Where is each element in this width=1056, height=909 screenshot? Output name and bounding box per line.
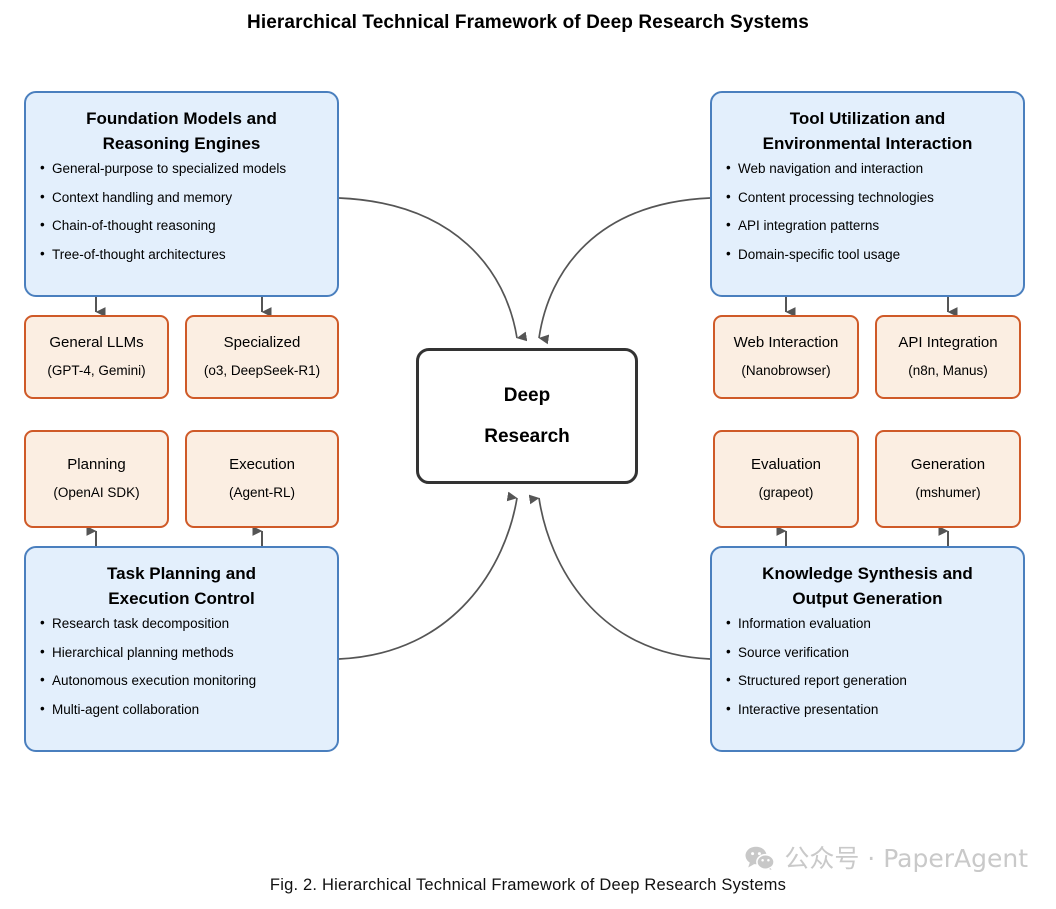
node-generation[interactable]: Generation (mshumer) [875,430,1021,528]
panel-bullets: Research task decomposition Hierarchical… [26,616,337,717]
figure-caption: Fig. 2. Hierarchical Technical Framework… [269,876,787,894]
node-name: Evaluation [750,456,822,474]
node-name: Planning [67,456,126,474]
panel-title: Knowledge Synthesis and Output Generatio… [762,564,973,608]
list-item: Multi-agent collaboration [26,702,337,717]
list-item: Autonomous execution monitoring [26,673,337,688]
node-name: Web Interaction [733,334,839,352]
center-title-line1: Deep [503,385,551,406]
node-detail: (OpenAI SDK) [53,484,140,500]
node-planning[interactable]: Planning (OpenAI SDK) [24,430,169,528]
panel-knowledge-synthesis[interactable]: Knowledge Synthesis and Output Generatio… [710,546,1025,752]
list-item: Content processing technologies [712,190,1023,205]
node-api-integration[interactable]: API Integration (n8n, Manus) [875,315,1021,399]
panel-title: Foundation Models and Reasoning Engines [86,109,277,153]
node-detail: (mshumer) [915,484,981,500]
node-detail: (Nanobrowser) [741,362,831,378]
list-item: Domain-specific tool usage [712,247,1023,262]
center-title-line2: Research [484,426,570,447]
panel-tool-utilization[interactable]: Tool Utilization and Environmental Inter… [710,91,1025,297]
panel-bullets: Web navigation and interaction Content p… [712,161,1023,262]
node-name: Specialized [223,334,301,352]
list-item: Hierarchical planning methods [26,645,337,660]
node-execution[interactable]: Execution (Agent-RL) [185,430,339,528]
panel-title: Task Planning and Execution Control [107,564,256,608]
list-item: Tree-of-thought architectures [26,247,337,262]
node-name: Execution [229,456,295,474]
watermark: 公众号 · PaperAgent [745,846,1028,871]
node-specialized[interactable]: Specialized (o3, DeepSeek-R1) [185,315,339,399]
node-detail: (Agent-RL) [228,484,296,500]
wechat-icon [745,846,776,871]
list-item: Interactive presentation [712,702,1023,717]
node-general-llms[interactable]: General LLMs (GPT-4, Gemini) [24,315,169,399]
list-item: Web navigation and interaction [712,161,1023,176]
list-item: Research task decomposition [26,616,337,631]
node-web-interaction[interactable]: Web Interaction (Nanobrowser) [713,315,859,399]
list-item: Chain-of-thought reasoning [26,218,337,233]
node-deep-research[interactable]: Deep Research [416,348,638,484]
list-item: Source verification [712,645,1023,660]
list-item: API integration patterns [712,218,1023,233]
node-evaluation[interactable]: Evaluation (grapeot) [713,430,859,528]
node-name: Generation [910,456,986,474]
list-item: General-purpose to specialized models [26,161,337,176]
panel-task-planning[interactable]: Task Planning and Execution Control Rese… [24,546,339,752]
node-detail: (o3, DeepSeek-R1) [203,362,321,378]
node-detail: (GPT-4, Gemini) [47,362,146,378]
watermark-text: 公众号 · PaperAgent [784,844,1028,873]
node-detail: (grapeot) [758,484,814,500]
list-item: Context handling and memory [26,190,337,205]
panel-foundation-models[interactable]: Foundation Models and Reasoning Engines … [24,91,339,297]
panel-bullets: Information evaluation Source verificati… [712,616,1023,717]
figure-title: Hierarchical Technical Framework of Deep… [247,12,809,33]
node-name: API Integration [898,334,998,352]
list-item: Information evaluation [712,616,1023,631]
panel-title: Tool Utilization and Environmental Inter… [762,109,973,153]
list-item: Structured report generation [712,673,1023,688]
node-name: General LLMs [49,334,144,352]
panel-bullets: General-purpose to specialized models Co… [26,161,337,262]
node-detail: (n8n, Manus) [908,362,988,378]
